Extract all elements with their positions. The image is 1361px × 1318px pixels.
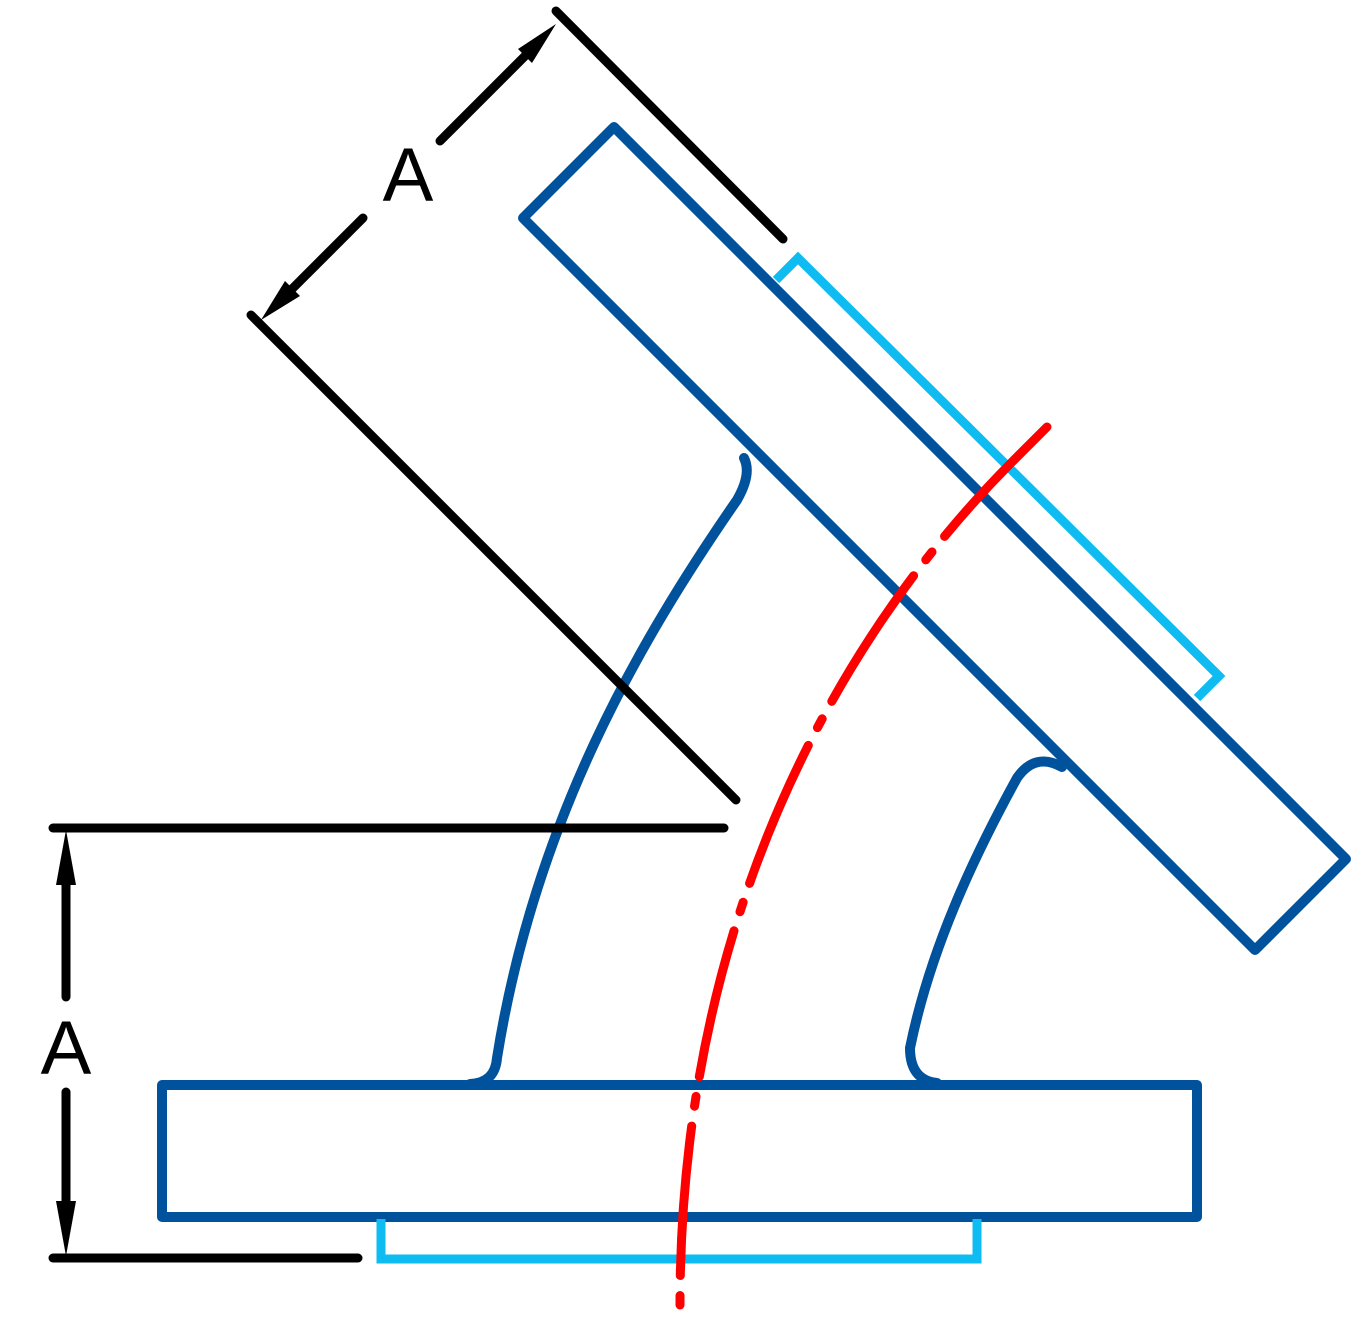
vertical-arrowhead-top [56, 830, 76, 885]
elbow-centerline [675, 422, 1052, 1310]
lower-flange-outline [157, 1080, 1202, 1222]
angled-dimension-label: A [383, 133, 434, 218]
angled-arrowhead-lower [261, 281, 300, 320]
upper-flange-outline [518, 122, 1351, 955]
elbow-outer-wall [465, 453, 752, 1089]
angled-dimension-line-lower [285, 213, 368, 296]
angled-extension-line-lower [246, 310, 741, 805]
elbow-inner-wall [904, 756, 1067, 1088]
angled-extension-line-upper [551, 6, 788, 244]
angled-arrowhead-upper [518, 24, 556, 63]
vertical-dimension-label: A [41, 1006, 92, 1091]
angled-dimension-line-upper [435, 48, 533, 146]
vertical-arrowhead-bottom [56, 1201, 76, 1256]
